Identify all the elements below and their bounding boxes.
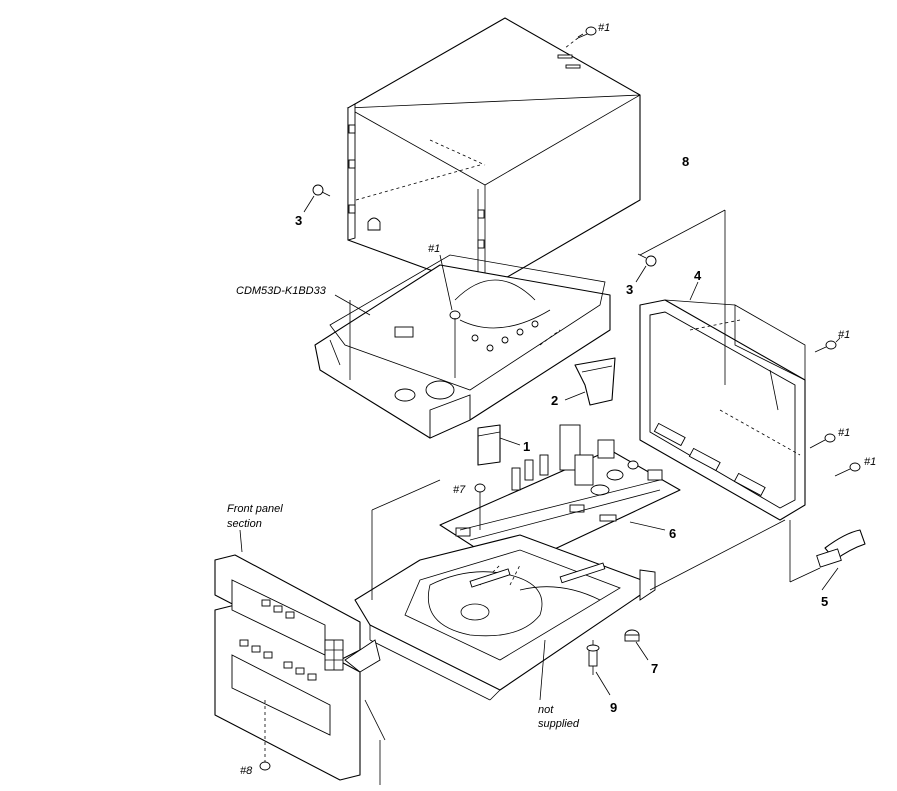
part-1-label: 1 [523,439,530,454]
front-panel-section [214,529,386,785]
screw-1-right-mid-label: #1 [838,427,850,439]
flat-cable-part-1 [477,424,521,466]
part-8-label: 8 [682,154,689,169]
rear-panel-part-4 [639,281,806,521]
screw-8 [259,700,271,771]
part-3-right-label: 3 [626,282,633,297]
part-2-label: 2 [551,393,558,408]
support-part-9 [586,640,611,696]
screw-1-right-bottom-label: #1 [864,456,876,468]
not-supplied-label-line1: not [538,704,554,716]
flat-cable-part-2 [564,357,616,406]
foot-part-7 [624,629,649,661]
screw-3-right [635,253,657,283]
screw-7 [459,479,661,541]
part-9-label: 9 [610,700,617,715]
part-5-label: 5 [821,594,828,609]
not-supplied-label-line2: supplied [538,718,580,730]
screw-3-left [303,184,331,213]
screw-1-top-label: #1 [598,22,610,34]
mechanism-label-leader [334,294,371,316]
part-7-label: 7 [651,661,658,676]
chassis [354,534,656,701]
screw-1-top [564,26,597,49]
cd-mechanism [314,254,611,439]
mechanism-label: CDM53D-K1BD33 [236,285,327,297]
part-3-left-label: 3 [295,213,302,228]
screw-1-mid-label: #1 [428,243,440,255]
connector-part-5 [789,520,866,591]
screws-1-right [809,337,861,477]
screw-1-right-top-label: #1 [838,329,850,341]
top-cover-part-8 [346,17,641,291]
front-panel-label-line2: section [227,518,262,530]
screw-1-mid [439,254,461,378]
part-6-label: 6 [669,526,676,541]
screw-7-label: #7 [453,484,466,496]
front-panel-label-line1: Front panel [227,503,283,515]
part-4-label: 4 [694,268,702,283]
assembly-guide-lines [371,209,786,600]
screw-8-label: #8 [240,765,253,777]
